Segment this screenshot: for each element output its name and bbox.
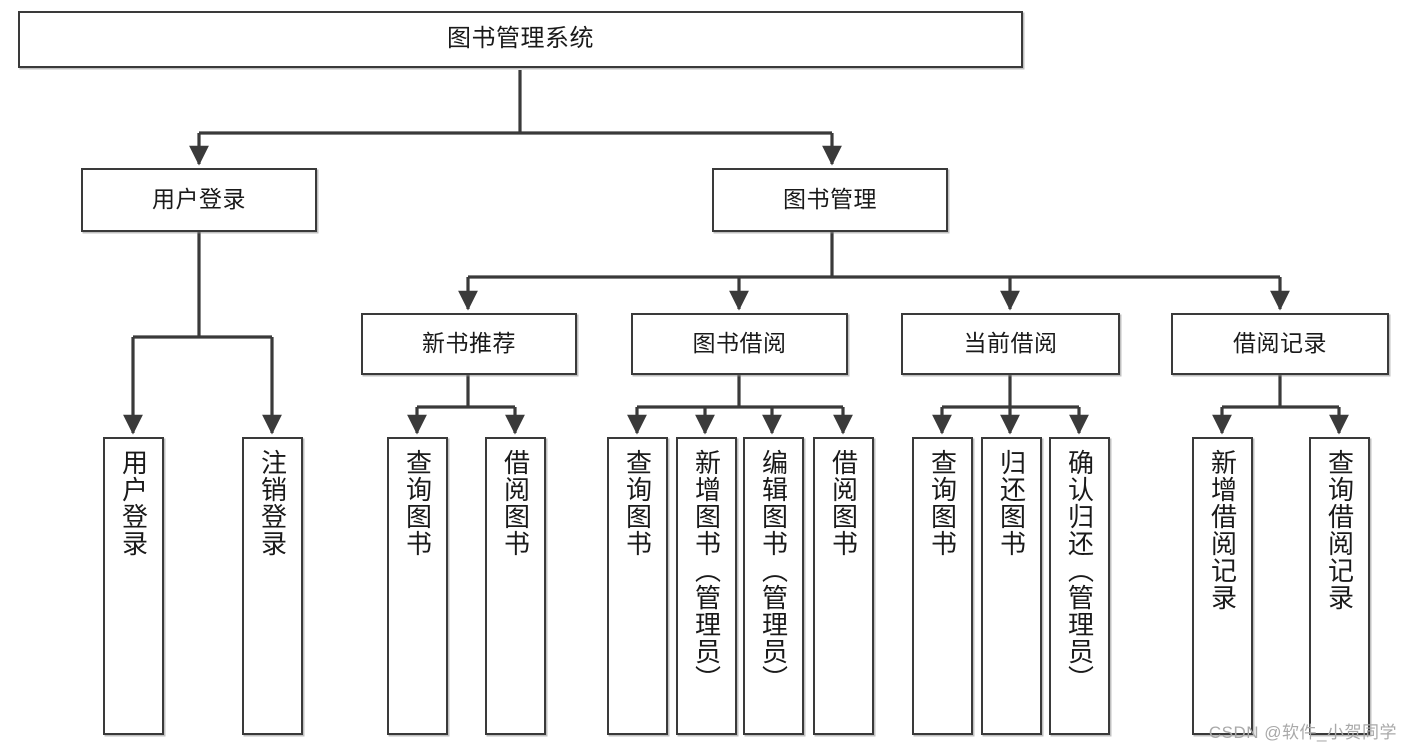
node-leaf-edit-book[interactable]: 编辑图书（管理员） [743, 437, 804, 735]
node-book-borrow[interactable]: 图书借阅 [631, 313, 848, 375]
node-leaf-query-book-1[interactable]: 查询图书 [387, 437, 448, 735]
node-leaf-add-book-label: 新增图书（管理员） [691, 449, 722, 692]
node-new-book-rec[interactable]: 新书推荐 [361, 313, 577, 375]
node-root[interactable]: 图书管理系统 [18, 11, 1023, 68]
node-leaf-query-book-3[interactable]: 查询图书 [912, 437, 973, 735]
node-leaf-edit-book-label: 编辑图书（管理员） [758, 449, 789, 692]
node-leaf-add-record-label: 新增借阅记录 [1207, 449, 1238, 611]
node-borrow-record[interactable]: 借阅记录 [1171, 313, 1389, 375]
node-new-book-rec-label: 新书推荐 [422, 330, 516, 357]
node-leaf-query-record-label: 查询借阅记录 [1324, 449, 1355, 611]
node-current-borrow-label: 当前借阅 [963, 330, 1058, 357]
node-leaf-borrow-book-2-label: 借阅图书 [828, 449, 859, 557]
node-leaf-query-record[interactable]: 查询借阅记录 [1309, 437, 1370, 735]
node-leaf-borrow-book-2[interactable]: 借阅图书 [813, 437, 874, 735]
node-leaf-return-book[interactable]: 归还图书 [981, 437, 1042, 735]
node-book-borrow-label: 图书借阅 [692, 330, 787, 357]
node-leaf-user-login-label: 用户登录 [118, 449, 149, 557]
csdn-watermark: CSDN @软件_小贺同学 [1208, 723, 1397, 742]
node-leaf-borrow-book-1-label: 借阅图书 [500, 449, 531, 557]
node-user-login[interactable]: 用户登录 [81, 168, 317, 232]
node-leaf-logout[interactable]: 注销登录 [242, 437, 303, 735]
node-leaf-query-book-2[interactable]: 查询图书 [607, 437, 668, 735]
node-user-login-label: 用户登录 [152, 186, 246, 213]
node-leaf-confirm-return-label: 确认归还（管理员） [1064, 449, 1095, 692]
node-root-label: 图书管理系统 [447, 25, 594, 53]
node-leaf-query-book-1-label: 查询图书 [402, 449, 433, 557]
node-book-manage-label: 图书管理 [783, 186, 877, 213]
node-leaf-add-book[interactable]: 新增图书（管理员） [676, 437, 737, 735]
node-leaf-borrow-book-1[interactable]: 借阅图书 [485, 437, 546, 735]
node-leaf-user-login[interactable]: 用户登录 [103, 437, 164, 735]
node-book-manage[interactable]: 图书管理 [712, 168, 948, 232]
node-borrow-record-label: 借阅记录 [1233, 330, 1327, 357]
node-leaf-logout-label: 注销登录 [257, 449, 288, 557]
node-leaf-confirm-return[interactable]: 确认归还（管理员） [1049, 437, 1110, 735]
node-current-borrow[interactable]: 当前借阅 [901, 313, 1120, 375]
node-leaf-add-record[interactable]: 新增借阅记录 [1192, 437, 1253, 735]
node-leaf-query-book-3-label: 查询图书 [927, 449, 958, 557]
node-leaf-query-book-2-label: 查询图书 [622, 449, 653, 557]
node-leaf-return-book-label: 归还图书 [996, 449, 1027, 557]
